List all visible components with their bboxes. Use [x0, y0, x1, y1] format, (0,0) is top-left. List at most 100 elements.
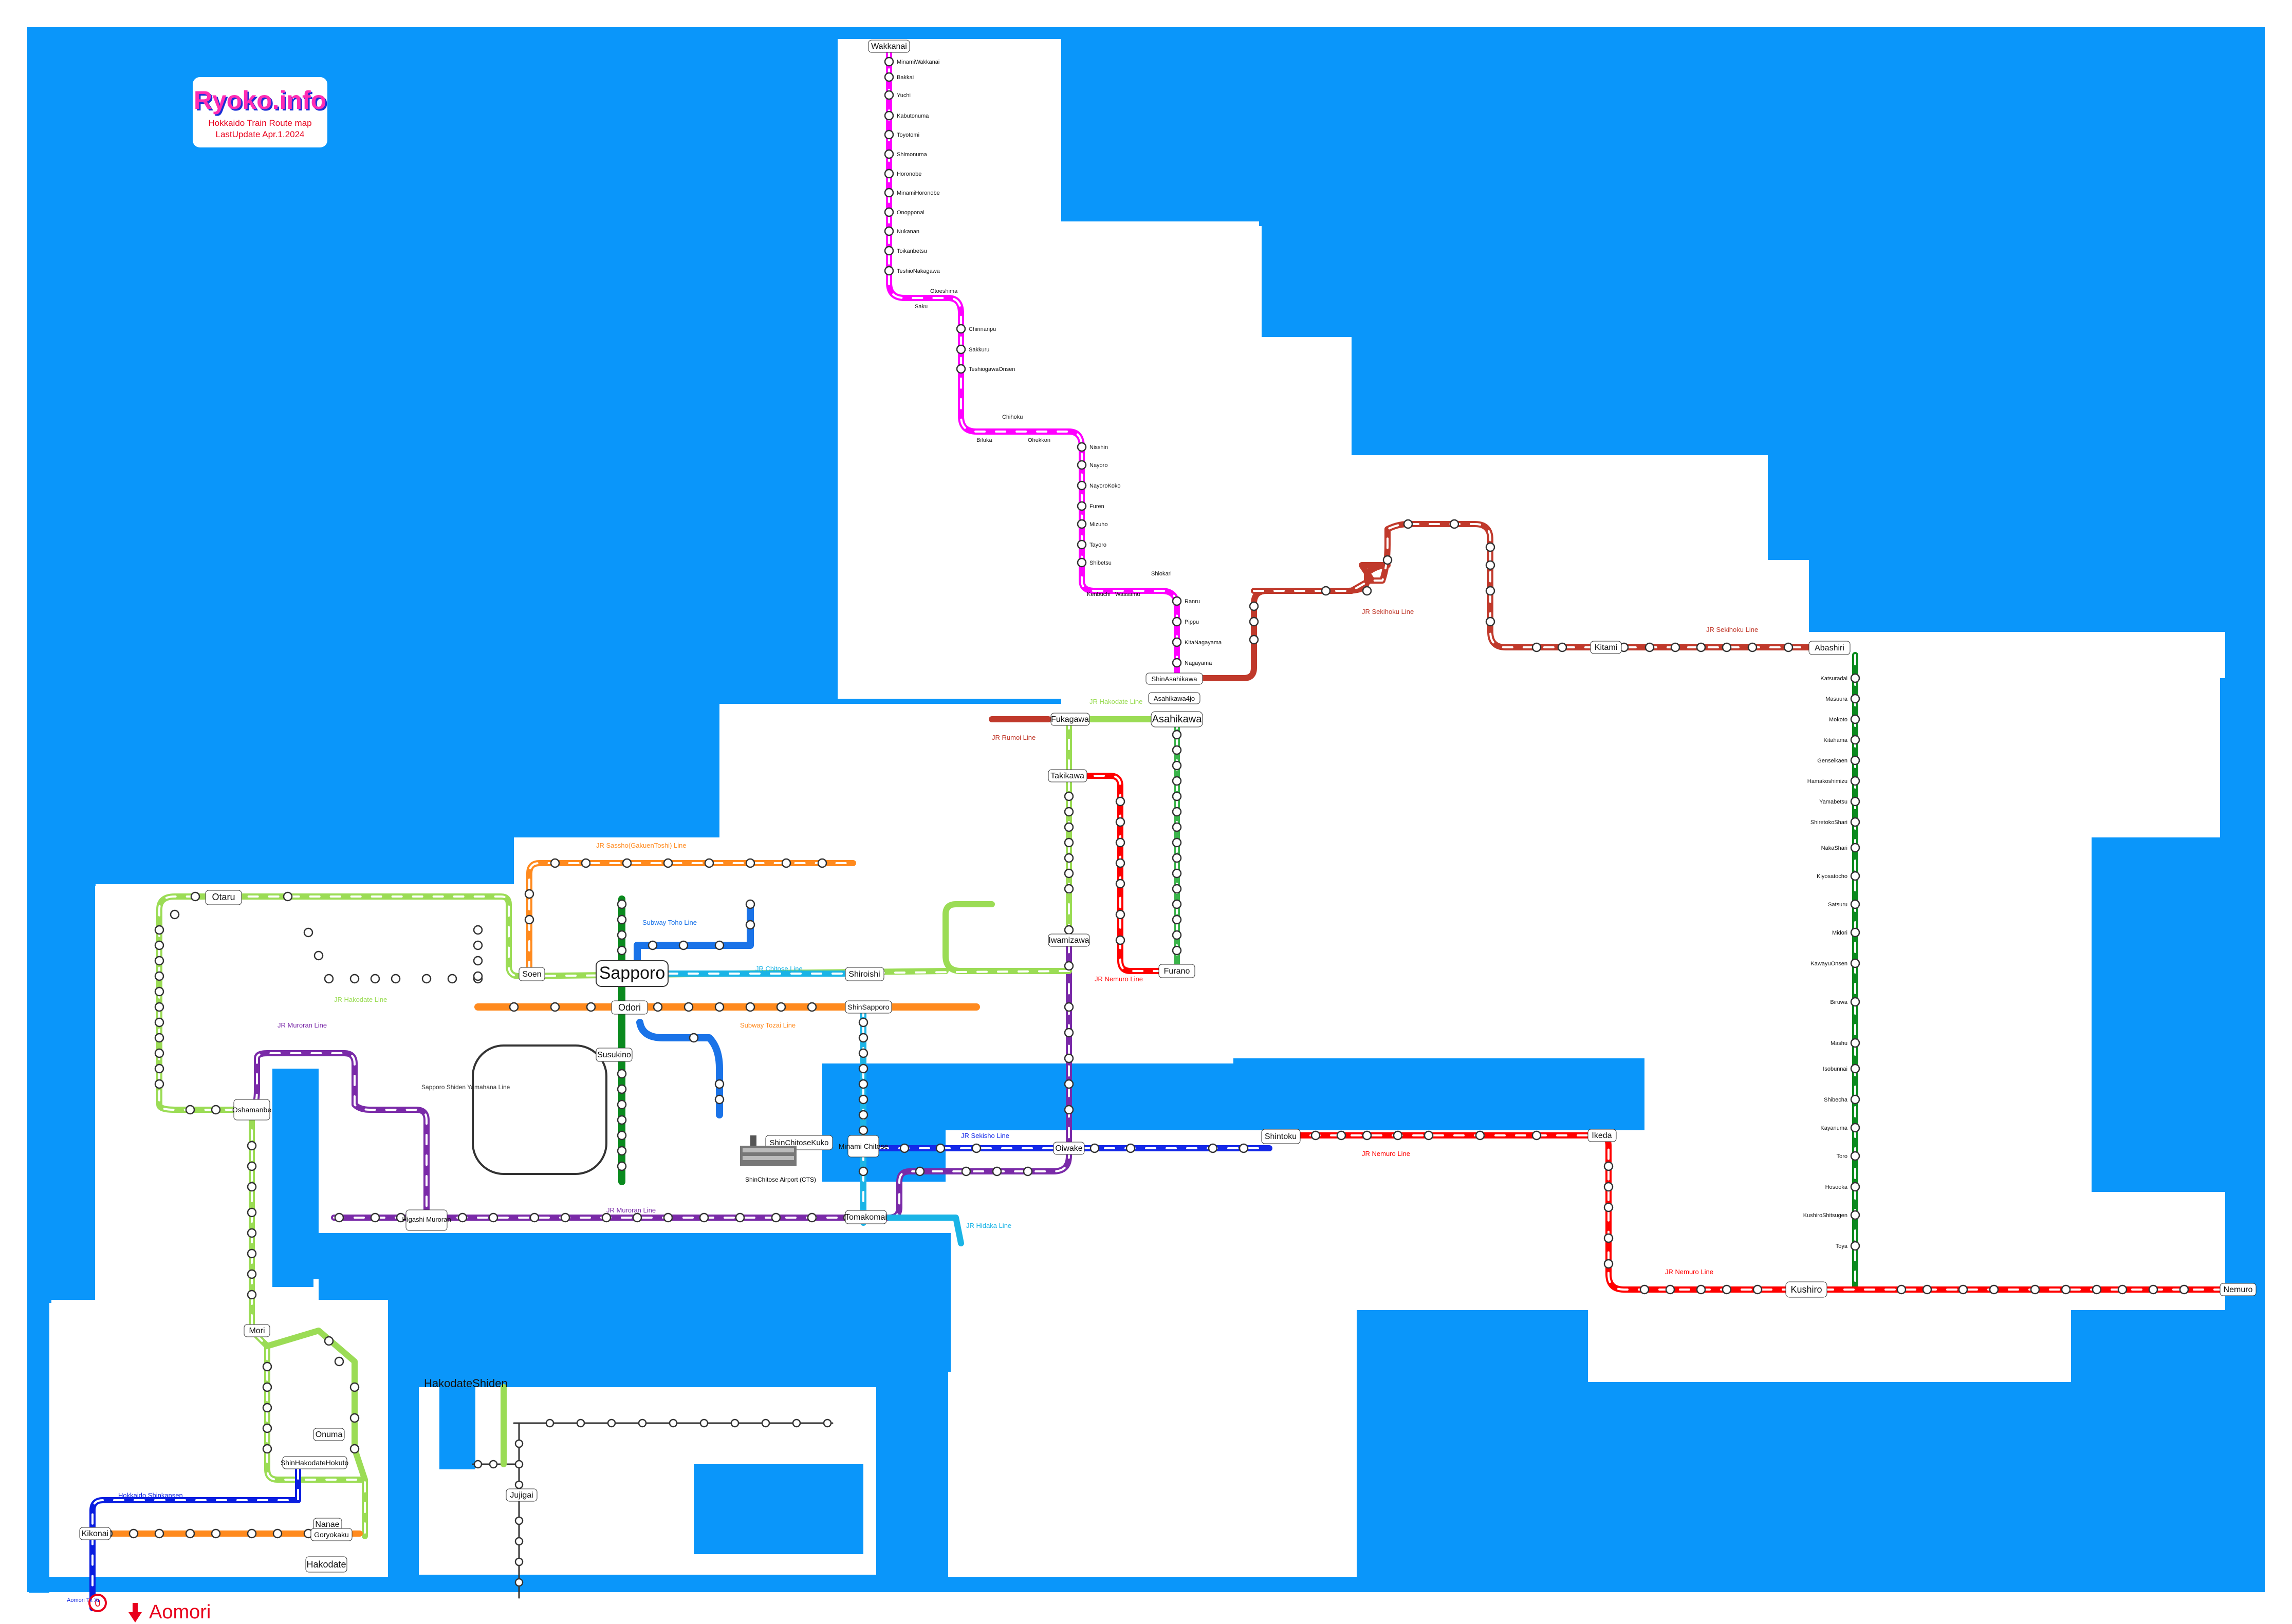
hub-otaru[interactable]: Otaru — [205, 890, 242, 905]
sassho-label: JR Sassho(GakuenToshi) Line — [596, 842, 687, 849]
hub-oiwake[interactable]: Oiwake — [1053, 1142, 1085, 1155]
svg-text:Biruwa: Biruwa — [1830, 999, 1848, 1005]
sekihoku-label: JR Sekihoku Line — [1362, 608, 1414, 615]
svg-text:Jujigai: Jujigai — [510, 1491, 533, 1500]
svg-text:Kitami: Kitami — [1595, 643, 1617, 652]
hub-ikeda[interactable]: Ikeda — [1587, 1129, 1617, 1142]
hub-hakodate[interactable]: Hakodate — [305, 1556, 347, 1573]
svg-text:Toro: Toro — [1837, 1153, 1847, 1160]
line-labels: JR Sekihoku Line JR Sekihoku Line JR Rum… — [118, 608, 1758, 1499]
svg-text:Oshamanbe: Oshamanbe — [232, 1106, 271, 1114]
svg-text:Higashi Muroran: Higashi Muroran — [402, 1216, 451, 1223]
hub-onuma[interactable]: Onuma — [313, 1428, 345, 1441]
map-frame — [27, 27, 2265, 1592]
aomori-tag: Aomori Tk Xi — [67, 1597, 99, 1603]
hub-kitami[interactable]: Kitami — [1590, 641, 1622, 654]
svg-text:Tomakomai: Tomakomai — [845, 1213, 887, 1222]
hub-odori[interactable]: Odori — [611, 1000, 648, 1015]
hub-nemuro[interactable]: Nemuro — [2220, 1283, 2257, 1296]
svg-text:Shimonuma: Shimonuma — [897, 152, 928, 158]
hub-fukagawa[interactable]: Fukagawa — [1050, 713, 1090, 726]
hub-nanae[interactable]: Nanae — [313, 1518, 342, 1531]
aomori-marker[interactable]: 0 — [88, 1594, 107, 1612]
svg-text:0: 0 — [95, 1598, 100, 1609]
svg-text:Shibetsu: Shibetsu — [1089, 560, 1112, 566]
hub-minamichitose[interactable]: Minami Chitose — [839, 1135, 889, 1158]
svg-text:Hamakoshimizu: Hamakoshimizu — [1807, 778, 1847, 785]
svg-text:Asahikawa: Asahikawa — [1152, 714, 1203, 725]
last-update: LastUpdate Apr.1.2024 — [215, 129, 305, 139]
svg-text:ShiretokoShari: ShiretokoShari — [1810, 819, 1847, 826]
hub-labels: Wakkanai Asahikawa Fukagawa Takikawa Fur… — [79, 40, 2257, 1573]
svg-text:Tayoro: Tayoro — [1089, 542, 1106, 548]
svg-text:Nemuro: Nemuro — [2224, 1285, 2253, 1294]
hub-mori[interactable]: Mori — [244, 1324, 270, 1337]
hub-jujigai[interactable]: Jujigai — [506, 1488, 538, 1502]
tozai-label: Subway Tozai Line — [740, 1021, 796, 1029]
hub-oshamanbe[interactable]: Oshamanbe — [232, 1099, 271, 1121]
hub-abashiri[interactable]: Abashiri — [1808, 641, 1851, 655]
svg-text:Iwamizawa: Iwamizawa — [1048, 936, 1089, 945]
hub-kikonai[interactable]: Kikonai — [79, 1527, 111, 1540]
muroran-label-2: JR Muroran Line — [278, 1021, 327, 1029]
svg-text:Nagayama: Nagayama — [1185, 660, 1212, 666]
svg-text:Asahikawa4jo: Asahikawa4jo — [1154, 695, 1195, 702]
svg-text:Katsuradai: Katsuradai — [1820, 676, 1847, 682]
nemuro-label-3: JR Nemuro Line — [1665, 1268, 1713, 1276]
svg-text:Otaru: Otaru — [212, 892, 235, 902]
hub-tomakomai[interactable]: Tomakomai — [845, 1210, 887, 1224]
svg-text:Mokoto: Mokoto — [1829, 717, 1847, 723]
hub-furano[interactable]: Furano — [1158, 964, 1195, 978]
brand-logo[interactable]: Ryoko.info — [193, 86, 327, 115]
hub-kushiro[interactable]: Kushiro — [1785, 1281, 1827, 1298]
hub-sapporo[interactable]: Sapporo — [596, 960, 669, 987]
toho-label: Subway Toho Line — [642, 919, 697, 926]
hub-shiroishi[interactable]: Shiroishi — [845, 967, 884, 981]
svg-text:Mori: Mori — [249, 1327, 265, 1335]
svg-text:Toya: Toya — [1836, 1243, 1848, 1249]
svg-text:Nukanan: Nukanan — [897, 229, 919, 235]
shiden-label: Sapporo Shiden Yamahana Line — [421, 1084, 510, 1091]
hub-soen[interactable]: Soen — [519, 967, 545, 981]
sea-cutouts — [29, 29, 2264, 1593]
hakodate-shiden-title: HakodateShiden — [424, 1377, 508, 1390]
hub-iwamizawa[interactable]: Iwamizawa — [1048, 934, 1090, 947]
svg-text:Kayanuma: Kayanuma — [1820, 1125, 1847, 1131]
hub-susukino[interactable]: Susukino — [596, 1048, 633, 1062]
svg-text:Toikanbetsu: Toikanbetsu — [897, 248, 927, 254]
airport-icon — [740, 1135, 797, 1166]
hub-takikawa[interactable]: Takikawa — [1048, 769, 1087, 782]
hakodate-label-2: JR Hakodate Line — [1089, 698, 1142, 705]
svg-text:Wakkanai: Wakkanai — [871, 42, 907, 51]
hub-asahikawa[interactable]: Asahikawa — [1151, 711, 1203, 727]
hub-shinhakodate[interactable]: ShinHakodateHokuto — [281, 1456, 349, 1469]
hub-shintoku[interactable]: Shintoku — [1261, 1129, 1301, 1144]
shiden-sapporo-loop — [472, 1044, 607, 1175]
hub-wakkanai[interactable]: Wakkanai — [868, 40, 910, 53]
svg-text:Furen: Furen — [1089, 503, 1104, 510]
hub-asahikawa4jo[interactable]: Asahikawa4jo — [1148, 692, 1200, 704]
svg-text:ShinAsahikawa: ShinAsahikawa — [1152, 675, 1198, 683]
hub-higashimuroran[interactable]: Higashi Muroran — [402, 1209, 451, 1231]
svg-text:MinamiWakkanai: MinamiWakkanai — [897, 59, 939, 65]
sea-pockets — [272, 1071, 863, 1554]
hub-shinasahikawa[interactable]: ShinAsahikawa — [1145, 673, 1203, 685]
aomori-label[interactable]: Aomori — [149, 1601, 211, 1623]
station-labels-soya: MinamiWakkanai Bakkai Yuchi Kabutonuma T… — [897, 59, 1222, 666]
svg-text:KitaNagayama: KitaNagayama — [1185, 640, 1222, 646]
svg-text:TeshioNakagawa: TeshioNakagawa — [897, 268, 940, 274]
hub-shinsapporo[interactable]: ShinSapporo — [845, 1000, 892, 1014]
svg-text:Onopponai: Onopponai — [897, 210, 925, 216]
svg-text:Abashiri: Abashiri — [1815, 644, 1844, 652]
svg-text:Kushiro: Kushiro — [1790, 1284, 1822, 1295]
svg-text:Hosooka: Hosooka — [1825, 1184, 1848, 1190]
rumoi-label: JR Rumoi Line — [992, 734, 1036, 741]
svg-text:Sakkuru: Sakkuru — [969, 347, 989, 353]
svg-text:Kenbuchi: Kenbuchi — [1087, 591, 1111, 598]
svg-text:NayoroKoko: NayoroKoko — [1089, 483, 1121, 489]
svg-text:Soen: Soen — [522, 970, 541, 979]
svg-text:Masuura: Masuura — [1825, 696, 1848, 702]
svg-text:Shibecha: Shibecha — [1824, 1097, 1848, 1103]
hub-goryokaku[interactable]: Goryokaku — [310, 1528, 353, 1541]
muroran-label: JR Muroran Line — [606, 1206, 656, 1214]
